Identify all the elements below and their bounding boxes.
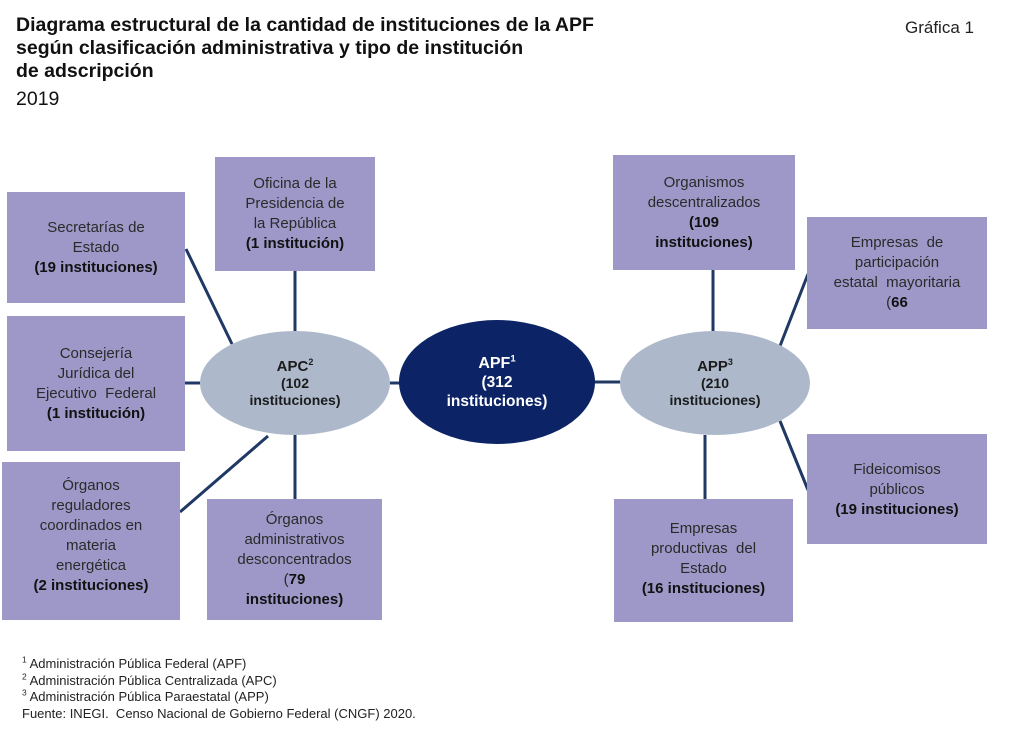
app-abbr-text: APP <box>697 357 728 375</box>
ellipse-app-count-line2: instituciones) <box>669 391 761 408</box>
ellipse-apc: APC2 (102 instituciones) <box>200 331 390 435</box>
title-line-1: Diagrama estructural de la cantidad de i… <box>16 14 594 36</box>
box-label-line: estatal mayoritaria <box>833 274 961 291</box>
chart-title: Diagrama estructural de la cantidad de i… <box>16 14 594 83</box>
box-count: (1 institución) <box>245 235 345 252</box>
box-consejeria-juridica: Consejería Jurídica del Ejecutivo Federa… <box>7 316 185 451</box>
box-label-line: Oficina de la <box>253 175 337 192</box>
box-label-line: participación <box>854 254 940 271</box>
apc-abbr-text: APC <box>276 357 309 375</box>
box-label-line: Organismos <box>663 174 745 191</box>
box-label-line: Jurídica del <box>57 364 135 382</box>
box-count-prefix: ( <box>283 570 289 588</box>
ellipse-apc-count: (102 <box>280 374 310 391</box>
box-count: (1 institución) <box>46 404 146 422</box>
ellipse-app: APP3 (210 instituciones) <box>620 331 810 435</box>
box-label-line: energética <box>55 557 127 574</box>
box-organos-administrativos: Órganos administrativos desconcentrados … <box>207 499 382 620</box>
title-line-3: de adscripción <box>16 60 154 82</box>
box-count-number: 79 <box>288 570 306 588</box>
box-oficina-presidencia: Oficina de la Presidencia de la Repúblic… <box>215 157 375 271</box>
ellipse-apf-count-line2: instituciones) <box>446 392 548 410</box>
footnote-mark: 1 <box>22 654 27 665</box>
box-label-line: desconcentrados <box>237 550 352 568</box>
connector-app-empresas-participacion <box>778 273 810 347</box>
apf-abbr-text: APF <box>478 354 511 372</box>
apf-footnote-mark: 1 <box>510 353 516 365</box>
apc-footnote-mark: 2 <box>308 356 314 367</box>
ellipse-apc-count-line2: instituciones) <box>249 391 341 408</box>
footnote-text: Administración Pública Paraestatal (APP) <box>29 689 269 704</box>
box-count: (2 instituciones) <box>33 577 149 594</box>
box-label-line: Órganos <box>265 510 324 528</box>
box-label-line: administrativos <box>244 530 345 548</box>
box-label-line: Empresas <box>669 520 738 537</box>
box-count-prefix: ( <box>886 294 892 311</box>
ellipse-apf: APF1 (312 instituciones) <box>399 320 595 444</box>
app-footnote-mark: 3 <box>727 356 733 367</box>
box-label-line: Fideicomisos <box>853 461 941 478</box>
connector-apc-organos-reguladores <box>179 434 269 514</box>
box-label-line: Secretarías de <box>47 218 145 236</box>
ellipse-app-count: (210 <box>700 374 730 391</box>
box-label-line: Presidencia de <box>245 195 345 212</box>
title-line-2: según clasificación administrativa y tip… <box>16 37 524 59</box>
ellipse-app-abbr: APP3 <box>697 356 733 375</box>
box-label-line: materia <box>65 537 117 554</box>
box-label-line: públicos <box>869 481 925 498</box>
footnote-text: Administración Pública Federal (APF) <box>29 656 247 671</box>
footnote-3: 3 Administración Pública Paraestatal (AP… <box>22 687 416 706</box>
box-label-line: reguladores <box>51 497 131 514</box>
box-label-line: coordinados en <box>39 517 143 534</box>
box-count-line2: instituciones) <box>655 234 753 251</box>
ellipse-apf-abbr: APF1 <box>478 354 515 373</box>
box-label-line: descentralizados <box>647 194 761 211</box>
box-label-line: Consejería <box>59 344 133 362</box>
box-secretarias-de-estado: Secretarías de Estado (19 instituciones) <box>7 192 185 303</box>
box-count: (109 <box>688 214 720 231</box>
footnote-2: 2 Administración Pública Centralizada (A… <box>22 671 416 690</box>
connector-apc-secretarias <box>184 248 234 345</box>
box-label-line: Estado <box>72 238 120 256</box>
box-label-line: Empresas de <box>850 234 944 251</box>
box-count: (79 <box>284 570 306 590</box>
box-empresas-productivas: Empresas productivas del Estado (16 inst… <box>614 499 793 622</box>
footnote-mark: 3 <box>22 687 27 698</box>
box-organos-reguladores: Órganos reguladores coordinados en mater… <box>2 462 180 620</box>
box-count-number: 66 <box>891 294 908 311</box>
box-count: (66 <box>886 293 908 313</box>
footnote-text: Administración Pública Centralizada (APC… <box>29 672 277 688</box>
box-label-line: Estado <box>680 560 727 577</box>
footnote-1: 1 Administración Pública Federal (APF) <box>22 654 416 673</box>
figure-label: Gráfica 1 <box>905 18 974 37</box>
box-organismos-descentralizados: Organismos descentralizados (109 institu… <box>613 155 795 270</box>
ellipse-apc-abbr: APC2 <box>276 356 314 375</box>
box-label-line: Órganos <box>62 477 120 494</box>
box-label-line: la República <box>253 215 337 232</box>
box-count-line2: instituciones) <box>245 590 344 608</box>
footnotes: 1 Administración Pública Federal (APF) 2… <box>22 654 416 722</box>
box-empresas-participacion-estatal: Empresas de participación estatal mayori… <box>807 217 987 329</box>
connector-app-fideicomisos <box>778 420 810 491</box>
box-fideicomisos-publicos: Fideicomisos públicos (19 instituciones) <box>807 434 987 544</box>
source-note: Fuente: INEGI. Censo Nacional de Gobiern… <box>22 705 416 721</box>
box-count: (19 instituciones) <box>835 501 959 518</box>
box-label-line: productivas del <box>650 540 757 557</box>
chart-year: 2019 <box>16 88 60 110</box>
box-count: (19 instituciones) <box>34 258 158 276</box>
footnote-mark: 2 <box>22 671 27 682</box>
box-count: (16 instituciones) <box>641 580 766 597</box>
box-label-line: Ejecutivo Federal <box>35 384 157 402</box>
ellipse-apf-count: (312 <box>481 373 513 391</box>
